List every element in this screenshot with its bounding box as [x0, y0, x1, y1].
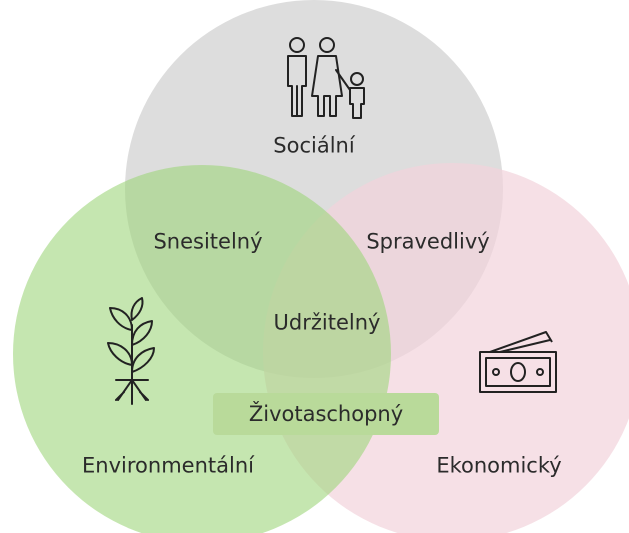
- label-social-economic: Spravedlivý: [366, 229, 490, 254]
- label-environmental-economic: Životaschopný: [248, 402, 404, 426]
- label-social-environmental: Snesitelný: [153, 229, 263, 254]
- economic-label: Ekonomický: [436, 453, 562, 478]
- environmental-circle: [13, 165, 391, 533]
- pill-background: [213, 393, 439, 435]
- plant-icon: [107, 297, 155, 405]
- family-icon: [287, 37, 365, 119]
- label-sustainable: Udržitelný: [273, 310, 381, 335]
- banknotes-icon: [479, 331, 557, 393]
- social-label: Sociální: [273, 133, 355, 158]
- environmental-label: Environmentální: [82, 453, 254, 478]
